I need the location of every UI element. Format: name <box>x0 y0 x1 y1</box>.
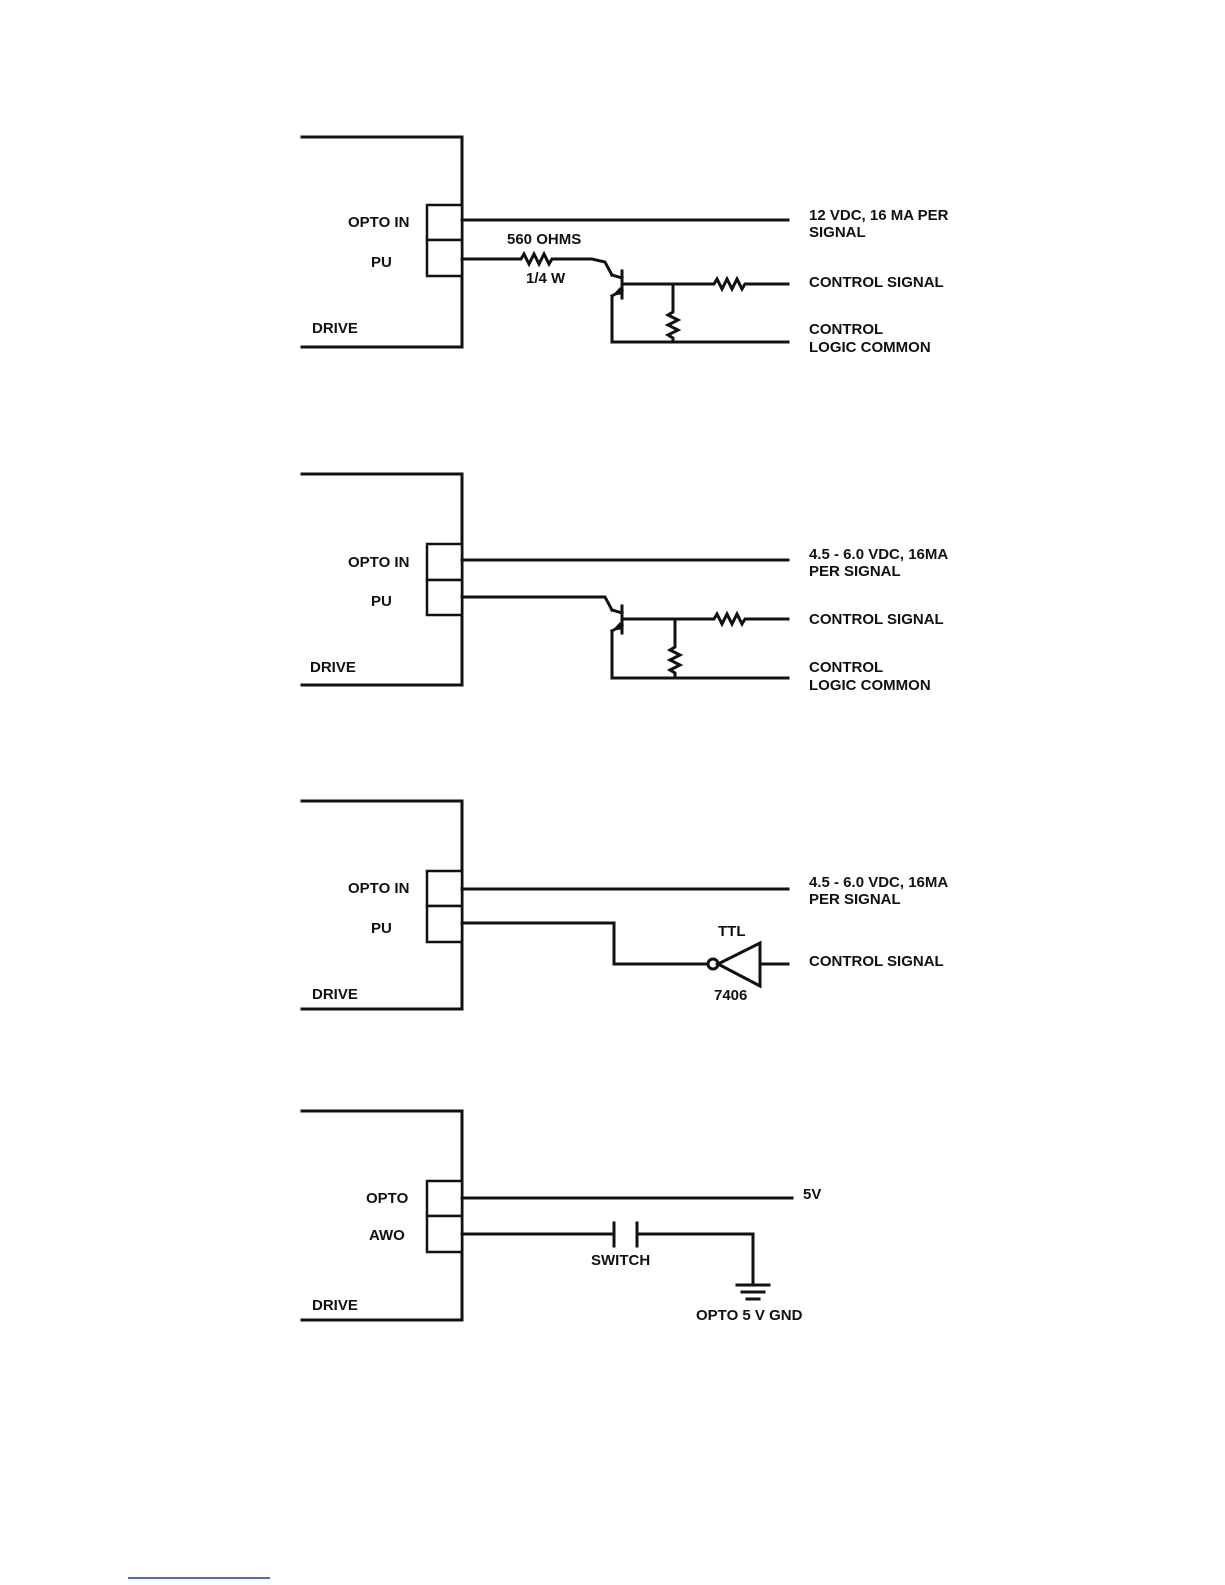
terminal-opto-in-label: OPTO IN <box>348 214 409 231</box>
terminal-opto-label: OPTO <box>366 1190 409 1207</box>
control-signal-label: CONTROL SIGNAL <box>809 611 944 628</box>
common-wire <box>612 296 788 342</box>
gate-family-label: TTL <box>718 923 746 940</box>
common-wire <box>612 631 788 678</box>
supply-label: 4.5 - 6.0 VDC, 16MA <box>809 546 948 563</box>
supply-label: 4.5 - 6.0 VDC, 16MA <box>809 874 948 891</box>
terminal-pu <box>427 906 462 942</box>
ground-wire <box>637 1234 753 1285</box>
supply-label-line2: PER SIGNAL <box>809 891 901 908</box>
terminal-pu-label: PU <box>371 920 392 937</box>
gate-part-label: 7406 <box>714 987 747 1004</box>
diagram-5vdc-transistor: OPTO IN PU DRIVE 4.5 - 6.0 VDC, 16MA PER… <box>302 474 948 694</box>
terminal-pu <box>427 240 462 276</box>
pulldown-resistor <box>670 619 680 678</box>
supply-label: 12 VDC, 16 MA PER <box>809 207 949 224</box>
terminal-awo <box>427 1216 462 1252</box>
terminal-opto-in-label: OPTO IN <box>348 554 409 571</box>
supply-label: 5V <box>803 1186 821 1203</box>
control-signal-label: CONTROL SIGNAL <box>809 274 944 291</box>
control-signal-label: CONTROL SIGNAL <box>809 953 944 970</box>
common-label: CONTROL <box>809 659 883 676</box>
terminal-pu-label: PU <box>371 593 392 610</box>
common-label: CONTROL <box>809 321 883 338</box>
resistor-value-label: 560 OHMS <box>507 231 581 248</box>
supply-label-line2: PER SIGNAL <box>809 563 901 580</box>
pulldown-resistor <box>668 284 678 342</box>
pu-wire <box>462 923 707 964</box>
terminal-opto <box>427 1181 462 1216</box>
inverter-gate-icon <box>718 943 760 986</box>
diagram-ttl-gate: OPTO IN PU DRIVE 4.5 - 6.0 VDC, 16MA PER… <box>302 801 948 1009</box>
resistor-power-label: 1/4 W <box>526 270 566 287</box>
terminal-pu <box>427 580 462 615</box>
common-label-line2: LOGIC COMMON <box>809 339 931 356</box>
ground-label: OPTO 5 V GND <box>696 1307 803 1324</box>
terminal-opto-in-label: OPTO IN <box>348 880 409 897</box>
diagram-awo-switch: OPTO AWO DRIVE 5V SWITCH OPTO 5 V GND <box>302 1111 821 1324</box>
diagram-12vdc-transistor: OPTO IN PU DRIVE 12 VDC, 16 MA PER SIGNA… <box>302 137 949 356</box>
terminal-awo-label: AWO <box>369 1227 405 1244</box>
drive-label: DRIVE <box>312 320 358 337</box>
terminal-pu-label: PU <box>371 254 392 271</box>
supply-label-line2: SIGNAL <box>809 224 866 241</box>
terminal-opto-in <box>427 871 462 906</box>
terminal-opto-in <box>427 544 462 580</box>
control-signal-wire <box>622 279 788 289</box>
terminal-opto-in <box>427 205 462 240</box>
common-label-line2: LOGIC COMMON <box>809 677 931 694</box>
drive-label: DRIVE <box>312 1297 358 1314</box>
drive-label: DRIVE <box>310 659 356 676</box>
pu-wire <box>462 597 612 610</box>
control-signal-wire <box>622 614 788 624</box>
drive-label: DRIVE <box>312 986 358 1003</box>
switch-label: SWITCH <box>591 1252 650 1269</box>
